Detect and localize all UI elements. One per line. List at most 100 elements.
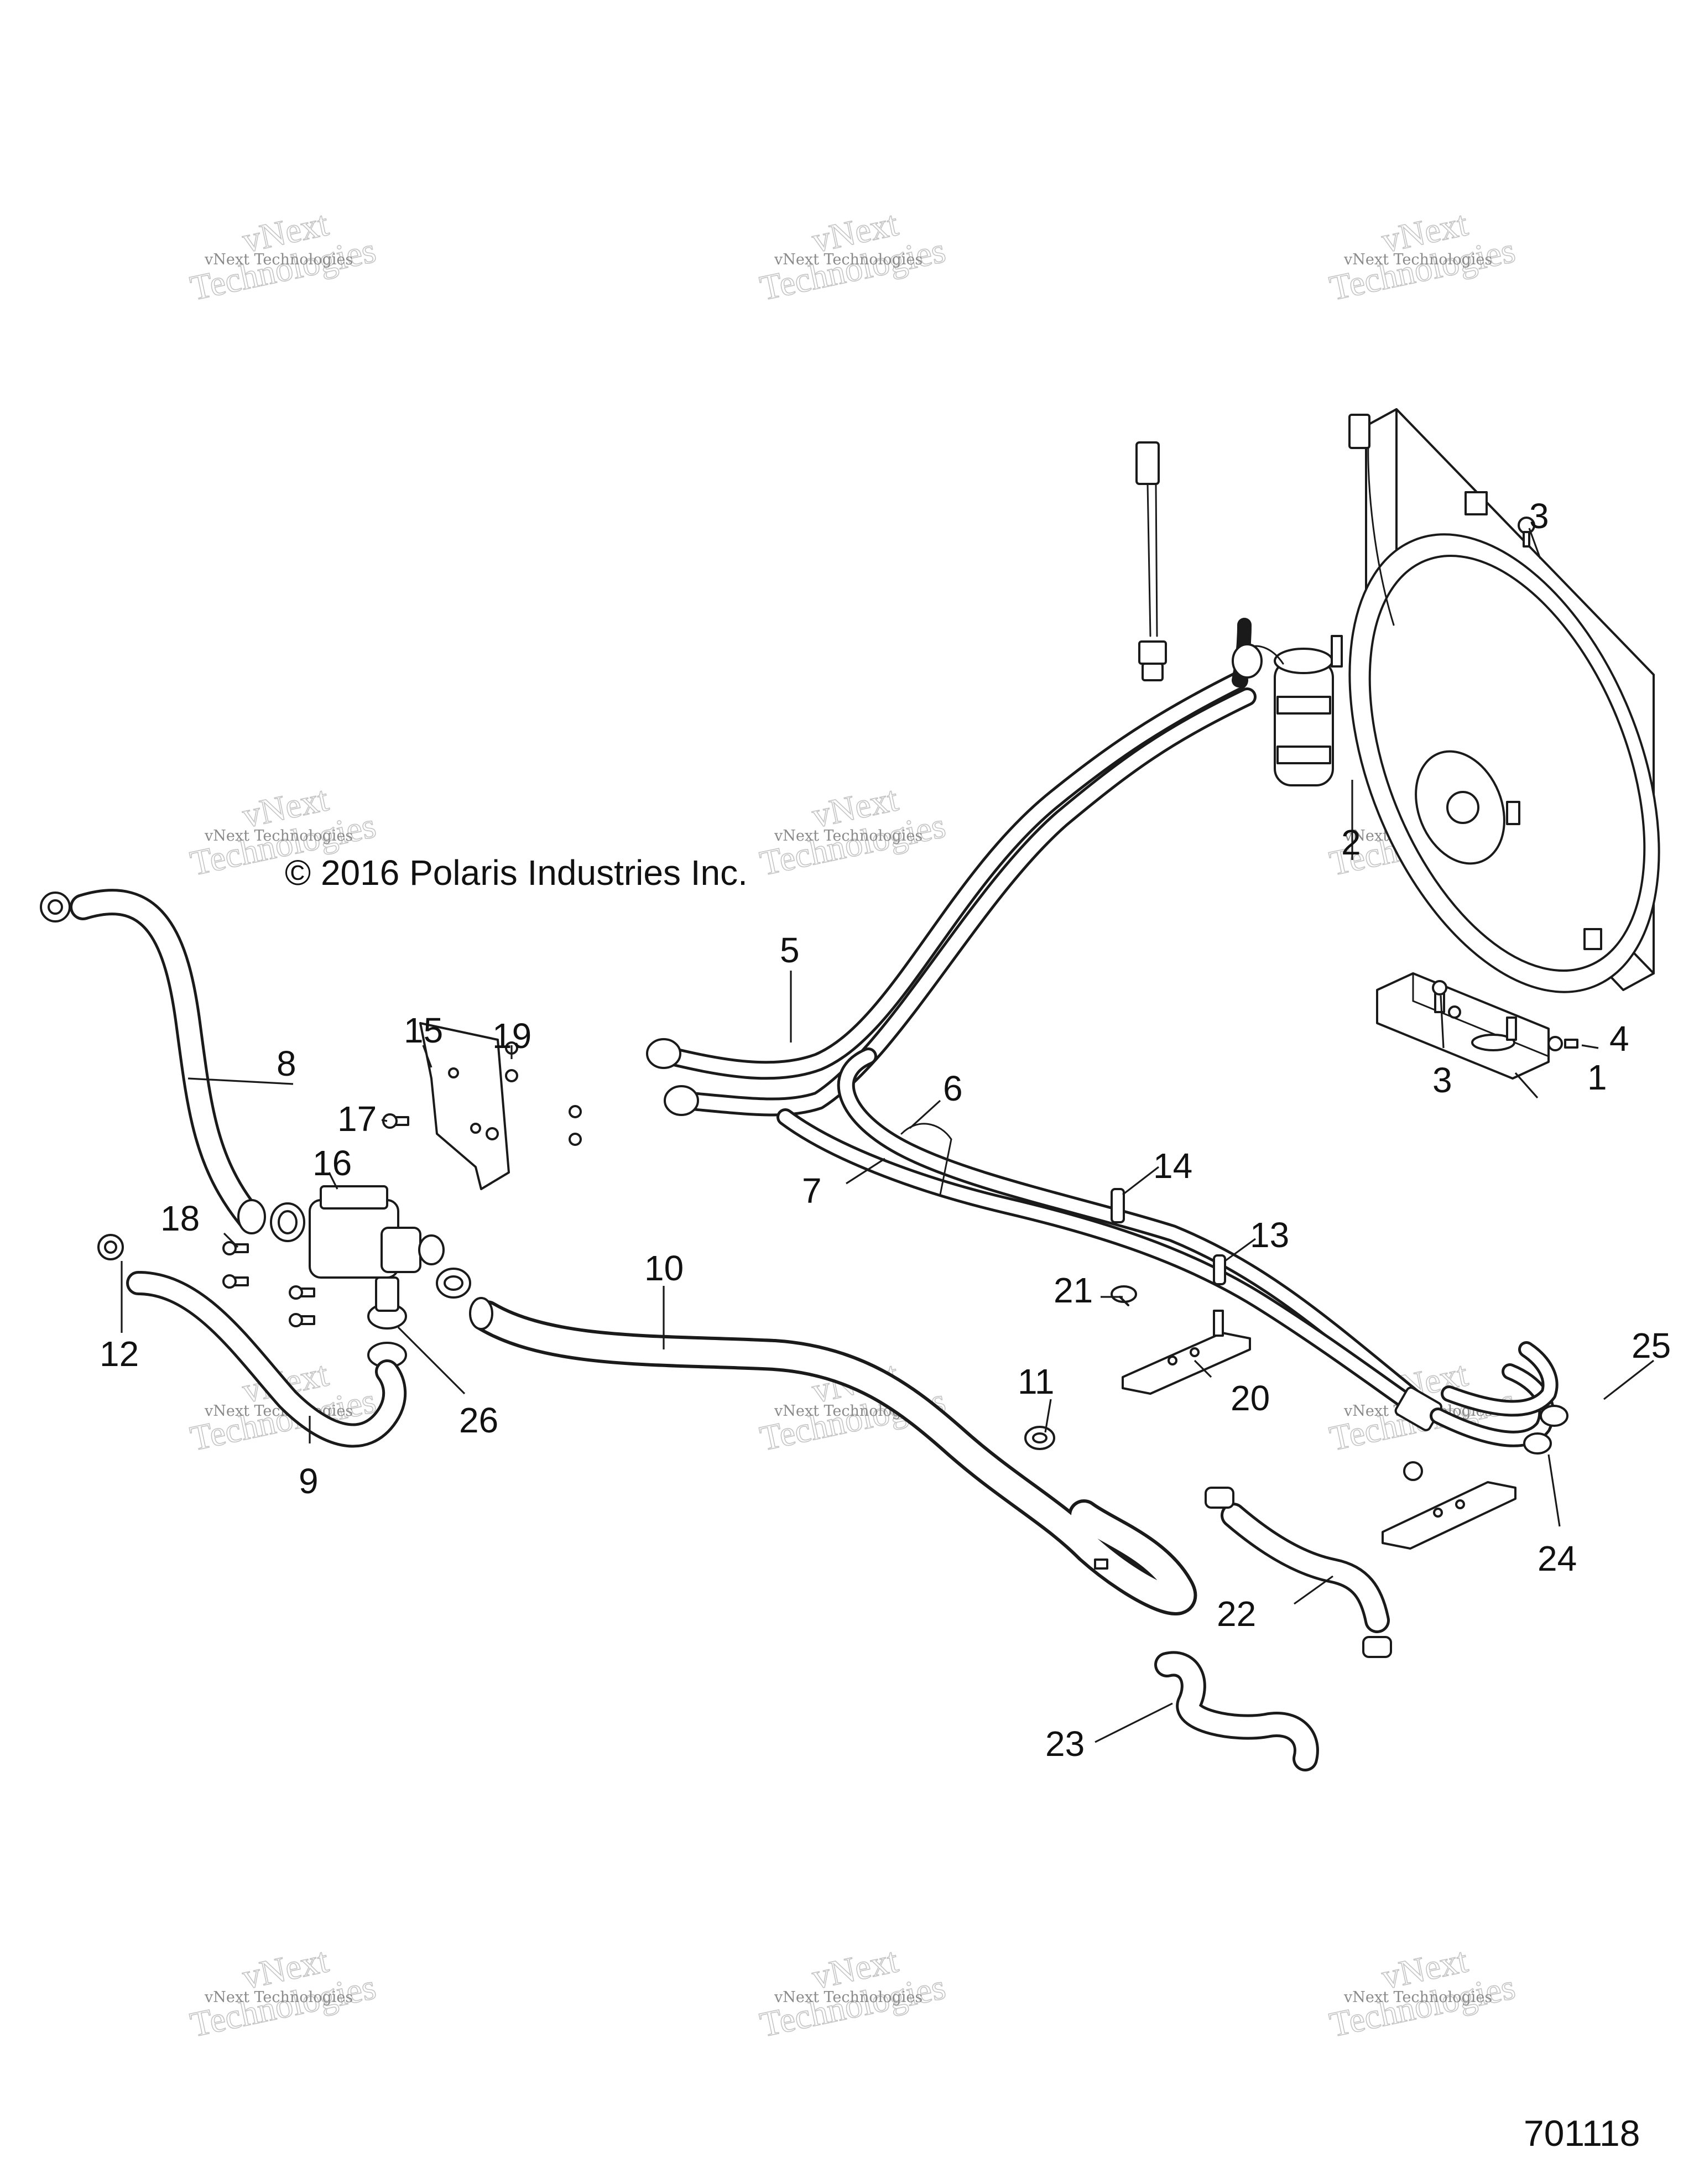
clamp-22a (1205, 1487, 1234, 1509)
callout-2: 2 (1341, 822, 1361, 862)
callout-7: 7 (802, 1171, 822, 1211)
pressure-switch-harness (1135, 441, 1167, 681)
callout-22: 22 (1217, 1594, 1256, 1634)
watermark-text: vNext Technologies (774, 251, 923, 268)
callout-21: 21 (1054, 1270, 1093, 1310)
fitting-nut (646, 1038, 681, 1069)
clamp-13 (1213, 1254, 1226, 1285)
callouts: 1 2 3 3 4 5 6 7 8 9 10 11 12 13 14 15 16… (100, 496, 1671, 1764)
fan-hub (1446, 791, 1479, 824)
callout-10: 10 (644, 1248, 684, 1288)
watermark-text: vNext Technologies (774, 827, 923, 845)
plate-hole (448, 1067, 459, 1078)
clamp-8a-inner (48, 899, 63, 915)
nut-19 (505, 1069, 518, 1082)
screw-3-shank (1523, 531, 1530, 548)
hose-end (469, 1297, 493, 1330)
screw-in-bracket (1506, 1017, 1517, 1041)
watermarks: Technologies vNext vNext Technologies Te… (186, 203, 1519, 2045)
fitting-nut (1232, 643, 1263, 679)
screw-3b-head (1432, 980, 1447, 995)
nut (486, 1127, 499, 1140)
mount-plate-15 (419, 1022, 510, 1190)
fan-shroud-inner (1368, 555, 1646, 972)
drier-band (1276, 746, 1331, 764)
leader-lines (121, 528, 1654, 1743)
heater-hose-10 (469, 1297, 1197, 1615)
drier-bracket (1376, 972, 1578, 1080)
valve-port-end (418, 1234, 445, 1265)
figure-number: 701118 (1524, 2113, 1640, 2154)
callout-23: 23 (1045, 1724, 1085, 1764)
watermark: Technologies vNext (756, 778, 949, 883)
callout-14: 14 (1153, 1146, 1192, 1186)
clamp-11-inner (1032, 1432, 1047, 1443)
callout-24: 24 (1538, 1539, 1577, 1578)
drier-switch (1331, 635, 1343, 668)
callout-1: 1 (1587, 1057, 1607, 1097)
drier-top (1274, 648, 1333, 674)
condenser-fan-assembly (1348, 408, 1660, 993)
watermark: Technologies vNext (1326, 1940, 1519, 2045)
copyright-notice: © 2016 Polaris Industries Inc. (285, 853, 748, 893)
screw-18-head (289, 1313, 303, 1327)
watermark-text: vNext Technologies (204, 827, 353, 845)
screw-18-head (289, 1285, 303, 1300)
push-rivet-21b (1403, 1461, 1423, 1481)
push-rivet-21 (1111, 1285, 1137, 1306)
stud (1213, 1310, 1224, 1337)
callout-12: 12 (100, 1334, 139, 1374)
expansion-valve-fittings (1394, 1341, 1568, 1455)
watermark: Technologies vNext (756, 1940, 949, 2045)
switch-connector (1135, 441, 1160, 485)
callout-19: 19 (492, 1016, 531, 1056)
clamp-22b (1362, 1636, 1392, 1658)
screw-4 (1564, 1039, 1578, 1049)
clamp-12-inner (104, 1240, 117, 1254)
bracket-hole (1448, 1005, 1461, 1019)
valve-actuator (320, 1185, 388, 1210)
fitting-nut (664, 1085, 699, 1116)
screw-18-head (222, 1241, 237, 1255)
valve-outlet (375, 1276, 399, 1312)
watermark-text: vNext Technologies (774, 1989, 923, 2006)
pressure-switch-nut (1142, 663, 1164, 681)
ac-hose-set (646, 618, 1436, 1425)
water-valve-assembly (222, 1022, 582, 1368)
drier-body (1274, 660, 1334, 786)
callout-8: 8 (277, 1044, 296, 1083)
valve-port (381, 1227, 421, 1273)
callout-15: 15 (404, 1010, 443, 1050)
callout-17: 17 (337, 1099, 377, 1139)
bracket-hole (1168, 1356, 1177, 1365)
callout-26: 26 (459, 1400, 498, 1440)
bracket-hole (1455, 1499, 1465, 1509)
switch-wire (1155, 483, 1158, 637)
nut-19 (569, 1105, 582, 1118)
fan-mount-tab (1465, 491, 1488, 515)
bracket-hole (1433, 1508, 1443, 1518)
plate-hole (470, 1123, 481, 1134)
callout-3: 3 (1432, 1060, 1452, 1100)
watermark-text: vNext Technologies (204, 251, 353, 268)
heater-hose-8 (40, 889, 305, 1242)
switch-wire (1146, 483, 1151, 637)
callout-11: 11 (1018, 1362, 1054, 1401)
callout-25: 25 (1632, 1326, 1671, 1365)
clamp-10-inner (444, 1275, 463, 1291)
clamp-8b-inner (278, 1210, 298, 1234)
screw-18-head (222, 1274, 237, 1289)
callout-4: 4 (1609, 1019, 1629, 1059)
mount-brackets (1111, 1285, 1516, 1550)
watermark-text: vNext Technologies (1343, 251, 1492, 268)
callout-9: 9 (299, 1461, 319, 1501)
bracket-slot (1471, 1034, 1515, 1051)
hose-end (237, 1199, 266, 1234)
fan-connector (1348, 414, 1370, 449)
fitting-nut (1540, 1405, 1568, 1427)
fan-mount-tab (1583, 928, 1602, 950)
fan-mount-tab (1506, 801, 1520, 825)
watermark: Technologies vNext (186, 1940, 379, 2045)
